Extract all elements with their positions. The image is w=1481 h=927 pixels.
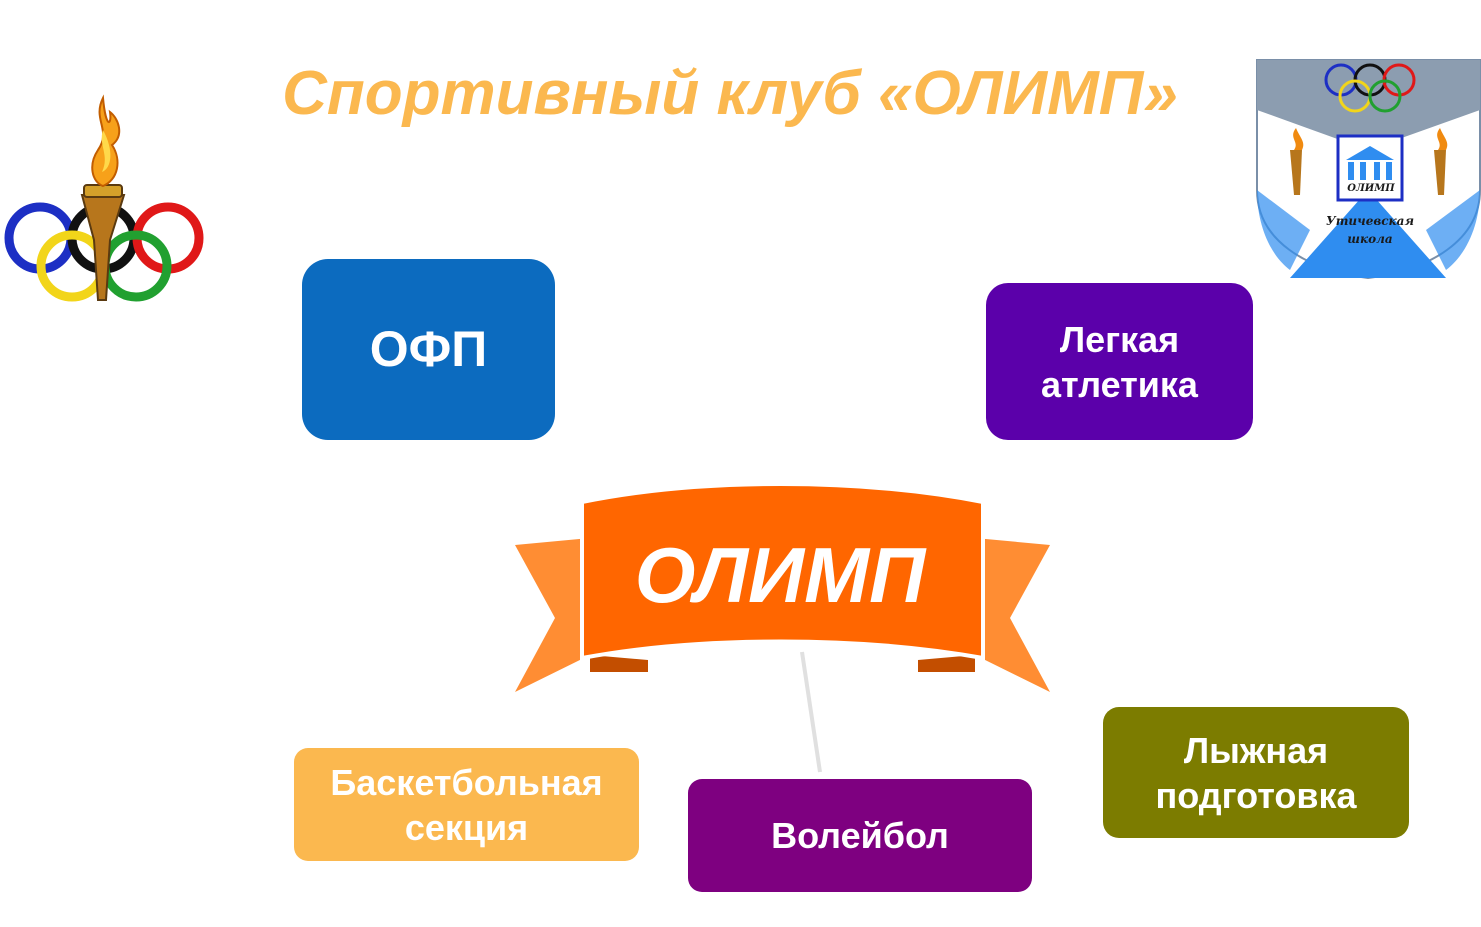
node-ski-line-1: Лыжная <box>1183 729 1329 771</box>
node-basketball-line-2: секция <box>404 806 529 848</box>
node-ofp: ОФП <box>302 259 555 440</box>
node-ski-line-2: подготовка <box>1155 774 1357 816</box>
center-node-label: ОЛИМП <box>634 531 926 619</box>
emblem-school-line-2: школа <box>1347 232 1393 246</box>
node-volleyball: Волейбол <box>688 779 1032 892</box>
node-light-athletics-line-1: Легкая <box>1059 318 1180 360</box>
node-volleyball-label: Волейбол <box>771 815 949 856</box>
node-light-athletics-line-2: атлетика <box>1041 363 1198 405</box>
emblem-school-name: Утичевская школа <box>1318 212 1422 248</box>
node-light-athletics: Легкая атлетика <box>986 283 1253 440</box>
page-title: Спортивный клуб «ОЛИМП» <box>282 59 1178 128</box>
node-basketball-line-1: Баскетбольная <box>330 761 603 803</box>
emblem-building-label: ОЛИМП <box>1347 183 1395 194</box>
node-ofp-label: ОФП <box>369 321 488 378</box>
node-basketball: Баскетбольная секция <box>294 748 639 861</box>
node-ski: Лыжная подготовка <box>1103 707 1409 838</box>
emblem-school-line-1: Утичевская <box>1325 214 1414 228</box>
